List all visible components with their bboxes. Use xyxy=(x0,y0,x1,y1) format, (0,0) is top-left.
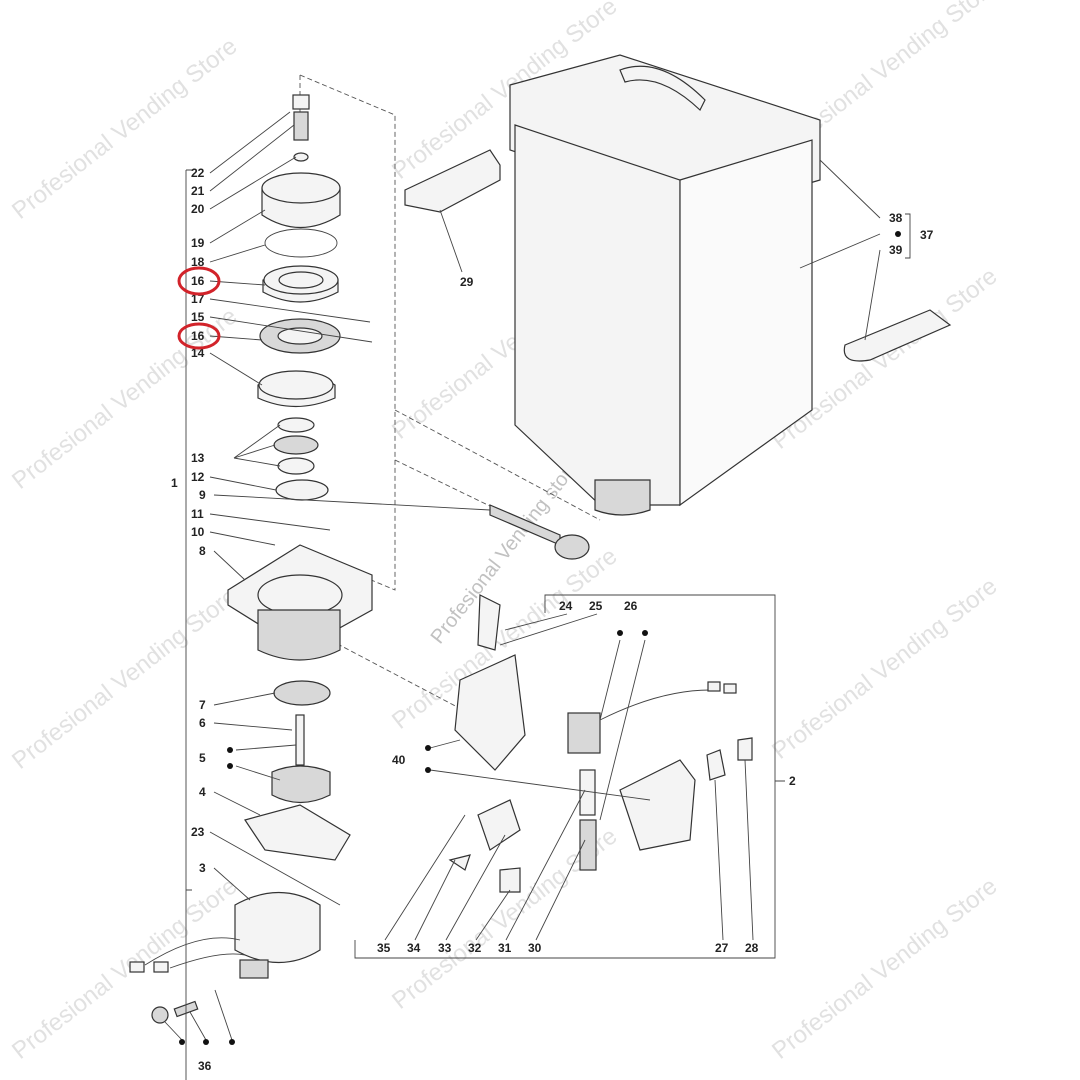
label-10: 10 xyxy=(191,525,205,539)
watermark: Profesional Vending Store xyxy=(7,873,242,1065)
label-16: 16 xyxy=(191,329,205,343)
label-31: 31 xyxy=(498,941,512,955)
flap-39 xyxy=(843,309,952,362)
group-dots xyxy=(179,231,901,1045)
label-24: 24 xyxy=(559,599,573,613)
label-18: 18 xyxy=(191,255,205,269)
label-37: 37 xyxy=(920,228,934,242)
label-36: 36 xyxy=(198,1059,212,1073)
watermark: Profesional Vending Store xyxy=(7,303,242,495)
label-21: 21 xyxy=(191,184,205,198)
leader-lines xyxy=(164,111,911,1080)
label-32: 32 xyxy=(468,941,482,955)
bracket-29 xyxy=(404,149,501,213)
watermarks: Profesional Vending Store Profesional Ve… xyxy=(7,0,1002,1065)
label-15: 15 xyxy=(191,310,205,324)
assembly-guide xyxy=(299,75,601,741)
label-38: 38 xyxy=(889,211,903,225)
watermark: Profesional Vending Store xyxy=(7,33,242,225)
highlight-circle-16 xyxy=(177,322,221,350)
label-3: 3 xyxy=(199,861,206,875)
watermark: Profesional Vending Store xyxy=(767,573,1002,765)
assembly-frame xyxy=(299,74,396,591)
label-22: 22 xyxy=(191,166,205,180)
label-23: 23 xyxy=(191,825,205,839)
label-26: 26 xyxy=(624,599,638,613)
label-5: 5 xyxy=(199,751,206,765)
label-29: 29 xyxy=(460,275,474,289)
label-16: 16 xyxy=(191,274,205,288)
label-6: 6 xyxy=(199,716,206,730)
doser-assembly xyxy=(448,594,753,893)
label-11: 11 xyxy=(191,507,204,521)
label-20: 20 xyxy=(191,202,205,216)
label-9: 9 xyxy=(199,488,206,502)
part-labels: 22 21 20 19 18 16 17 15 16 14 13 12 9 11… xyxy=(171,166,934,1073)
label-34: 34 xyxy=(407,941,421,955)
label-17: 17 xyxy=(191,292,205,306)
grinder-stack xyxy=(129,94,373,1024)
label-28: 28 xyxy=(745,941,759,955)
label-14: 14 xyxy=(191,346,205,360)
watermark: Profesional Vending Store xyxy=(7,583,242,775)
label-33: 33 xyxy=(438,941,452,955)
label-13: 13 xyxy=(191,451,205,465)
label-35: 35 xyxy=(377,941,391,955)
hopper xyxy=(509,54,821,516)
label-27: 27 xyxy=(715,941,729,955)
label-2: 2 xyxy=(789,774,796,788)
label-4: 4 xyxy=(199,785,206,799)
highlight-circle-16 xyxy=(177,266,221,296)
label-25: 25 xyxy=(589,599,603,613)
label-30: 30 xyxy=(528,941,542,955)
label-39: 39 xyxy=(889,243,903,257)
label-19: 19 xyxy=(191,236,205,250)
auger-knob xyxy=(554,534,590,560)
watermark: Profesional Vending Store xyxy=(767,873,1002,1065)
label-1: 1 xyxy=(171,476,178,490)
label-7: 7 xyxy=(199,698,206,712)
label-12: 12 xyxy=(191,470,205,484)
label-8: 8 xyxy=(199,544,206,558)
label-40: 40 xyxy=(392,753,406,767)
